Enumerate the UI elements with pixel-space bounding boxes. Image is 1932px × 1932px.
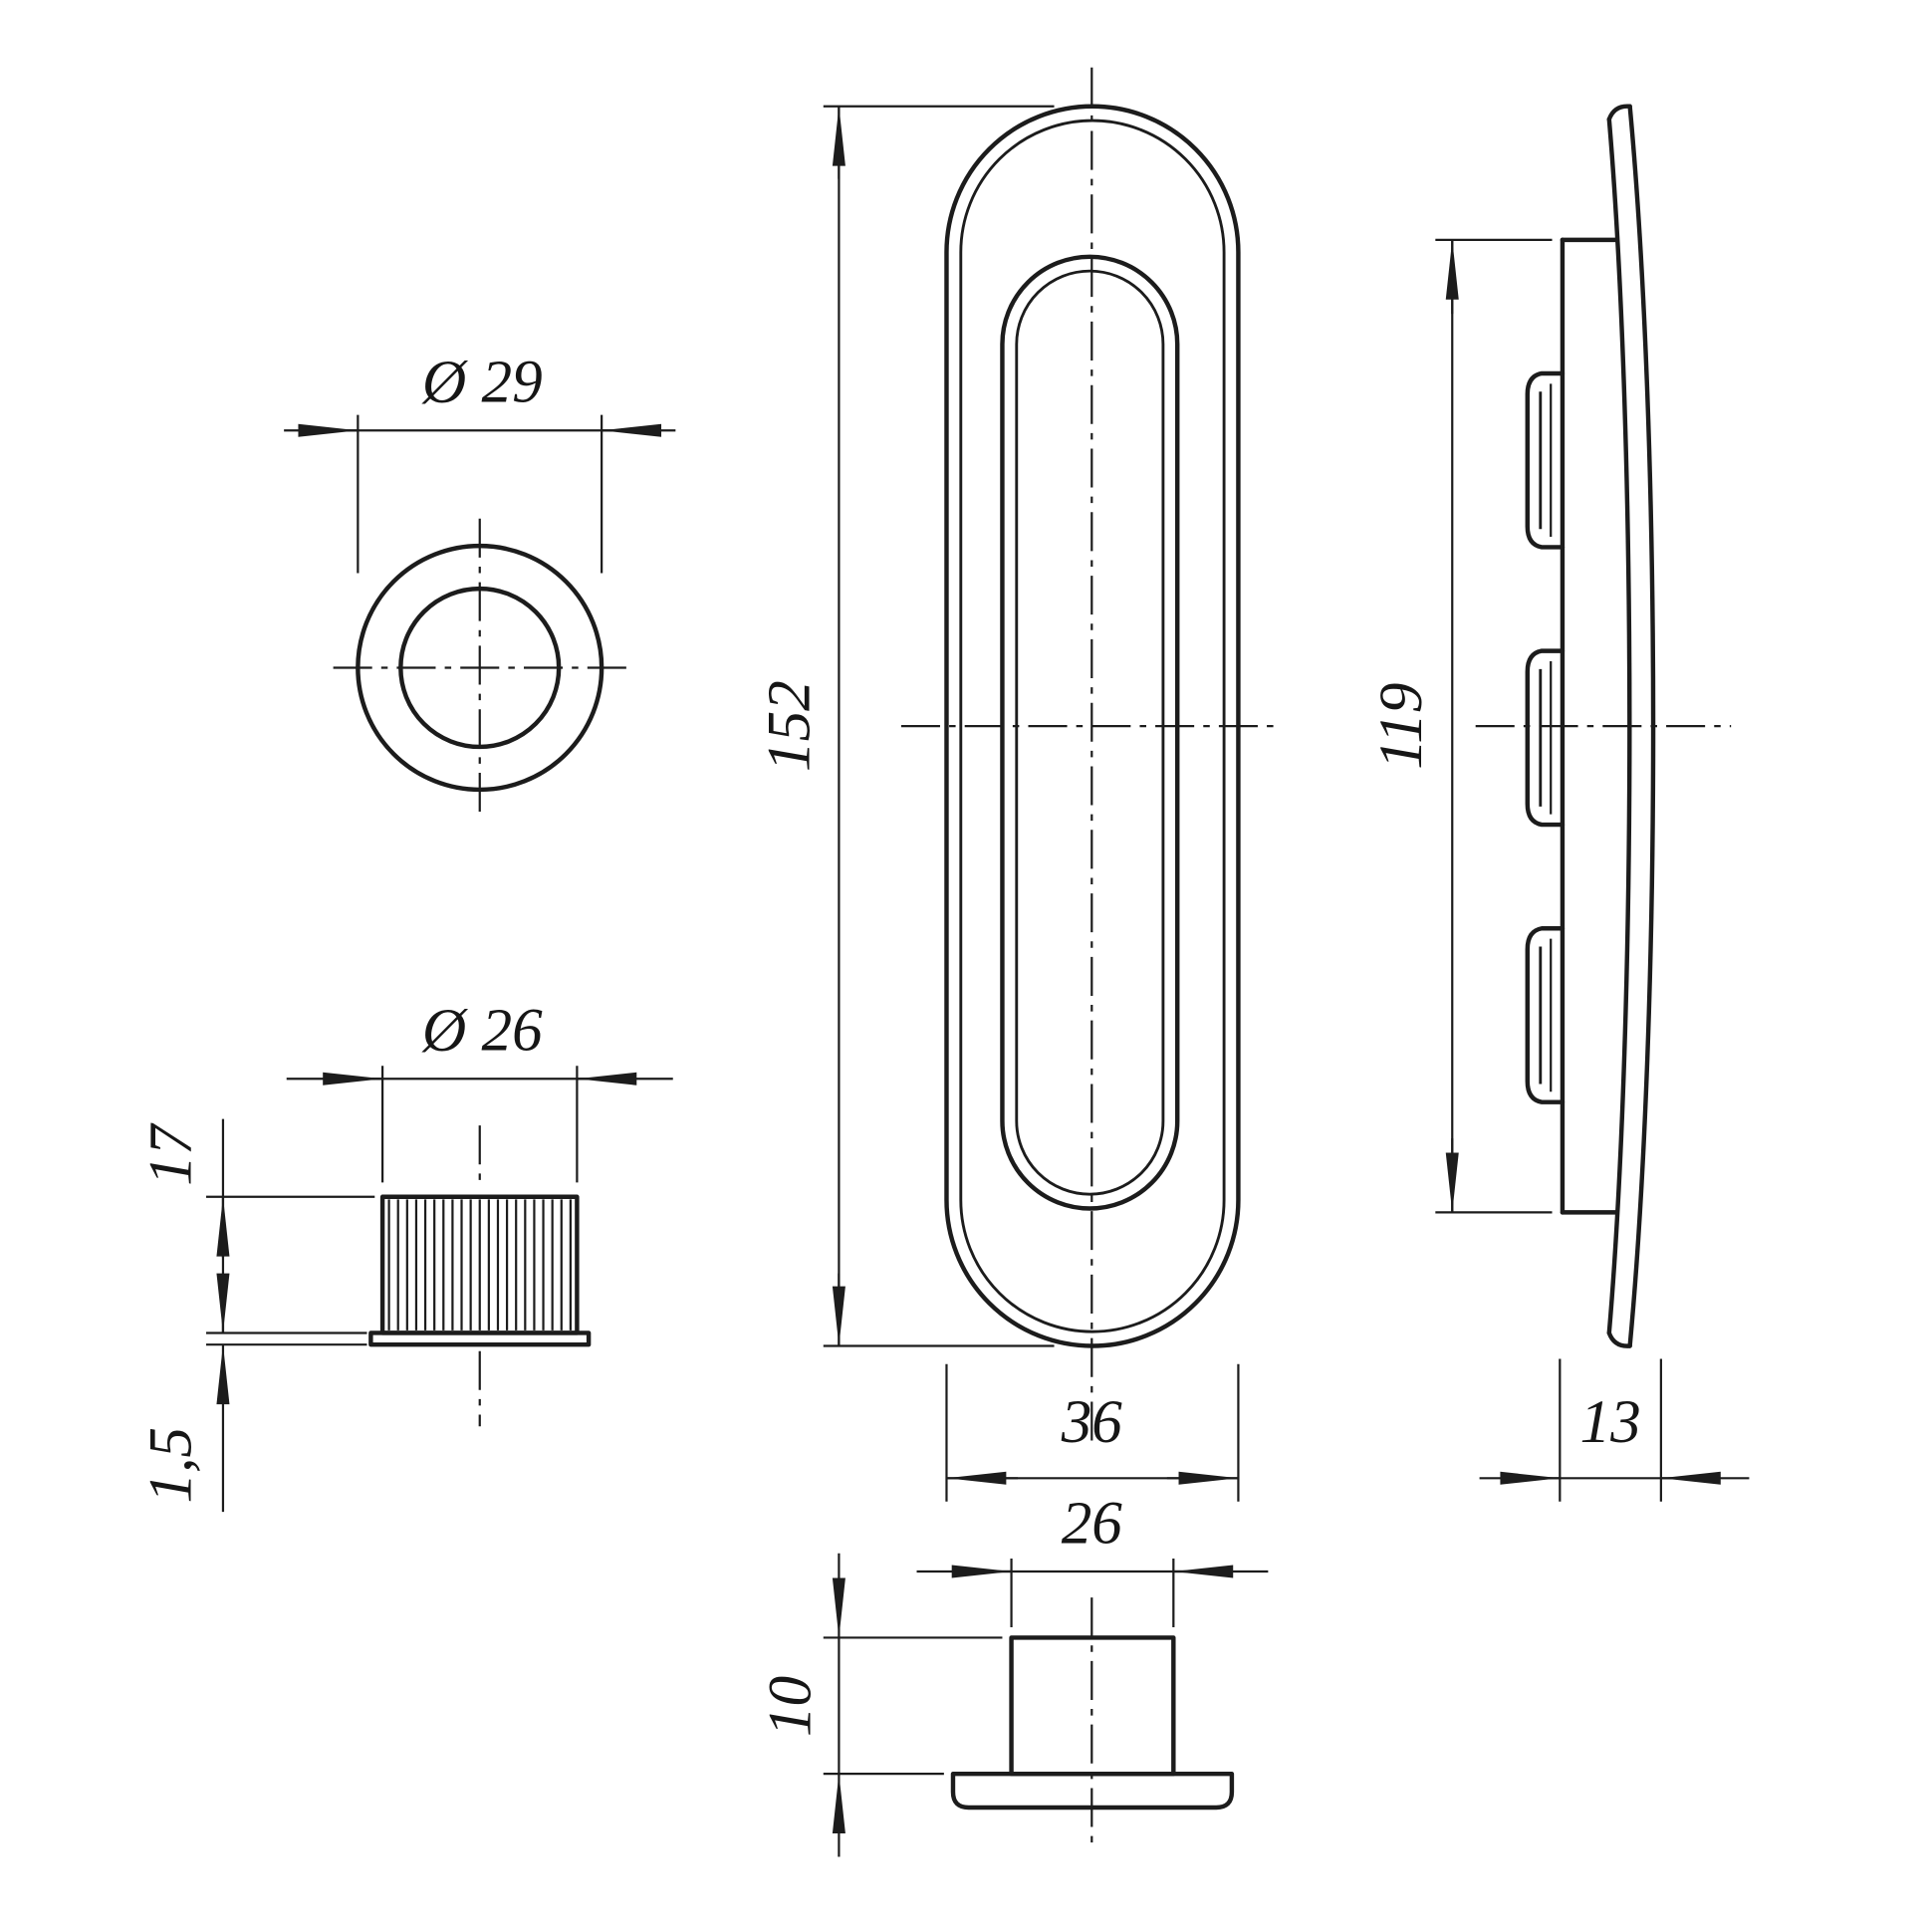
plug-top-view: [333, 518, 629, 820]
flange-lip: [368, 1330, 592, 1347]
dim-label-insert-width: 26: [1062, 1489, 1123, 1557]
plug-side-view: [368, 1125, 592, 1427]
spring-clip-top: [1525, 370, 1566, 550]
dim-label-plug-knurl-diameter: Ø 26: [421, 997, 543, 1065]
front-view: [900, 67, 1281, 1450]
dim-label-plug-outer-diameter: Ø 29: [421, 349, 543, 416]
dim-label-flange-thickness: 1,5: [136, 1427, 204, 1503]
dimension-plug-height: 17: [136, 1118, 375, 1334]
faceplate-top-cap: [1606, 104, 1632, 121]
recess-inner-contour: [1015, 269, 1165, 1196]
dim-label-plug-height: 17: [136, 1122, 204, 1186]
dimension-body-length: 119: [1367, 238, 1553, 1214]
dim-label-body-length: 119: [1367, 683, 1435, 770]
knurl-hatching: [387, 1199, 572, 1330]
dimension-insert-height: 10: [757, 1553, 1003, 1857]
spring-clip-bottom: [1525, 926, 1566, 1104]
dim-label-handle-width: 36: [1061, 1388, 1123, 1456]
faceplate-bottom-cap: [1606, 1330, 1632, 1348]
spring-clip-middle: [1525, 648, 1566, 828]
dimension-plug-knurl-diameter: Ø 26: [286, 997, 673, 1183]
dimension-flange-thickness: 1,5: [136, 1343, 367, 1513]
recess-outer-contour: [1000, 254, 1180, 1211]
dim-label-insert-height: 10: [757, 1676, 825, 1737]
dim-label-handle-length: 152: [755, 680, 823, 772]
dimension-handle-length: 152: [755, 105, 1055, 1347]
dimension-plug-outer-diameter: Ø 29: [284, 349, 676, 574]
insert-flange: [950, 1771, 1235, 1811]
side-profile-view: [1475, 104, 1732, 1348]
dimension-handle-width: 36: [945, 1363, 1240, 1502]
dimension-insert-width: 26: [916, 1489, 1269, 1628]
dimension-total-depth: 13: [1479, 1358, 1750, 1502]
dim-label-total-depth: 13: [1580, 1388, 1641, 1456]
insert-section-view: [950, 1597, 1235, 1849]
